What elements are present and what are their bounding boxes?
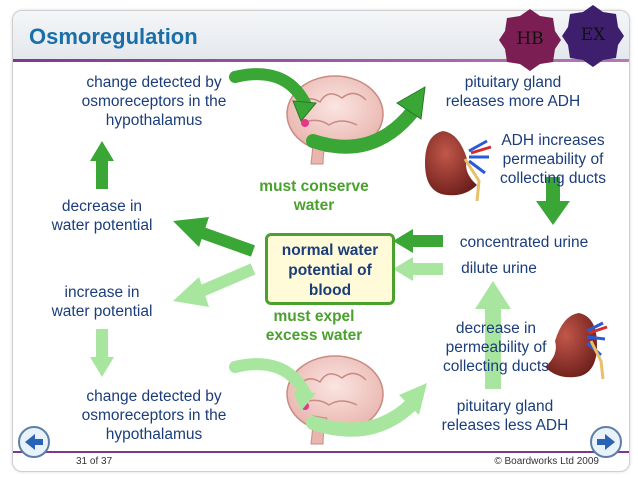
- arrow-dilute: [393, 257, 443, 281]
- title-divider: [13, 59, 629, 62]
- diagram-graphics: [90, 68, 608, 445]
- forward-nav-icon[interactable]: [589, 425, 623, 459]
- label-line: collecting ducts: [500, 170, 606, 187]
- label-line: osmoreceptors in the: [81, 407, 227, 424]
- kidney-icon: [425, 131, 492, 202]
- label-adh-increase: ADH increases permeability of collecting…: [483, 131, 623, 188]
- ex-badge: EX: [561, 4, 625, 68]
- label-line: change detected by: [86, 388, 222, 405]
- center-box: normal water potential of blood: [265, 233, 395, 305]
- label-dilute-urine: dilute urine: [461, 260, 537, 277]
- copyright: © Boardworks Ltd 2009: [494, 456, 599, 467]
- label-must-conserve: must conserve water: [249, 177, 379, 215]
- label-line: excess water: [265, 327, 363, 344]
- box-line: potential of: [288, 262, 372, 279]
- arrow-down-right: [536, 177, 570, 225]
- label-line: releases more ADH: [445, 93, 581, 110]
- footer-divider: [13, 451, 629, 453]
- box-line: normal water: [281, 242, 379, 259]
- badge-label: EX: [580, 25, 606, 45]
- arrow-concentrated: [393, 229, 443, 253]
- arrow-up-right: [475, 281, 511, 389]
- label-line: change detected by: [86, 74, 222, 91]
- hb-badge: HB: [498, 8, 562, 72]
- page-counter: 31 of 37: [76, 456, 113, 467]
- label-line: permeability of: [445, 339, 547, 356]
- back-nav-icon[interactable]: [17, 425, 51, 459]
- label-line: decrease in: [61, 198, 143, 215]
- label-line: decrease in: [455, 320, 537, 337]
- label-line: permeability of: [502, 151, 604, 168]
- badge-label: HB: [516, 29, 544, 49]
- label-decrease-perm: decrease in permeability of collecting d…: [431, 319, 561, 376]
- slide: Osmoregulation: [12, 10, 630, 472]
- label-line: osmoreceptors in the: [81, 93, 227, 110]
- label-line: increase in: [64, 284, 140, 301]
- label-increase-wp: increase in water potential: [39, 283, 165, 321]
- label-top-right: pituitary gland releases more ADH: [433, 73, 593, 111]
- label-line: collecting ducts: [443, 358, 549, 375]
- label-concentrated-urine: concentrated urine: [459, 234, 589, 251]
- label-top-left: change detected by osmoreceptors in the …: [69, 73, 239, 130]
- label-line: releases less ADH: [441, 417, 569, 434]
- arrow-up-left: [90, 141, 114, 189]
- label-line: water potential: [51, 217, 153, 234]
- label-line: pituitary gland: [456, 398, 554, 415]
- arrow-to-decrease: [173, 217, 256, 257]
- label-line: hypothalamus: [105, 426, 203, 443]
- label-line: pituitary gland: [464, 74, 562, 91]
- label-line: must expel: [273, 308, 355, 325]
- label-bottom-left: change detected by osmoreceptors in the …: [69, 387, 239, 444]
- label-line: water potential: [51, 303, 153, 320]
- label-bottom-right: pituitary gland releases less ADH: [425, 397, 585, 435]
- label-decrease-wp: decrease in water potential: [39, 197, 165, 235]
- label-line: hypothalamus: [105, 112, 203, 129]
- arrow-bottom-right-curve: [306, 383, 427, 437]
- arrow-down-left: [90, 329, 114, 377]
- kidney-icon: [545, 313, 608, 380]
- arrow-bottom-left-curve: [229, 358, 316, 411]
- arrow-top-right-curve: [306, 86, 426, 154]
- arrow-to-increase: [173, 263, 256, 307]
- label-must-expel: must expel excess water: [249, 307, 379, 345]
- box-line: blood: [308, 282, 352, 299]
- label-line: ADH increases: [501, 132, 605, 149]
- arrow-top-left-curve: [229, 68, 317, 122]
- label-line: water: [293, 197, 335, 214]
- label-line: must conserve: [259, 178, 369, 195]
- slide-title: Osmoregulation: [29, 24, 198, 49]
